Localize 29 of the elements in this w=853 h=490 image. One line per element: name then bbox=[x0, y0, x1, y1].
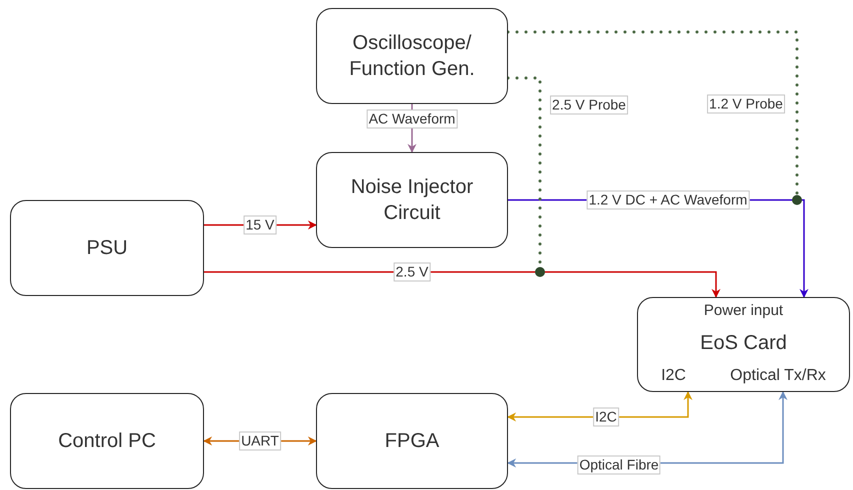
edge-label: 15 V bbox=[244, 216, 276, 234]
edge-label: 1.2 V Probe bbox=[707, 94, 785, 114]
edge-label: Optical Fibre bbox=[577, 456, 661, 474]
node-label: Oscilloscope/ Function Gen. bbox=[348, 31, 476, 82]
port-label: I2C bbox=[661, 367, 686, 385]
edge-label: AC Waveform bbox=[366, 110, 458, 128]
process-box bbox=[316, 152, 508, 248]
port-label: Power input bbox=[704, 302, 784, 319]
node-label: Noise Injector Circuit bbox=[350, 175, 474, 226]
process-box bbox=[10, 200, 204, 296]
junction-dot bbox=[535, 267, 545, 277]
arrow bbox=[507, 391, 692, 422]
card-box bbox=[637, 297, 850, 392]
process-box bbox=[316, 8, 508, 104]
port-label: Optical Tx/Rx bbox=[730, 367, 826, 385]
probe-line bbox=[506, 30, 798, 196]
process-box bbox=[10, 393, 204, 489]
process-box bbox=[316, 393, 508, 489]
edge-label: UART bbox=[239, 432, 281, 450]
node-label: FPGA bbox=[384, 429, 440, 454]
edge-label: 2.5 V Probe bbox=[550, 96, 628, 114]
node-label: Control PC bbox=[58, 429, 156, 454]
edge-label: 1.2 V DC + AC Waveform bbox=[586, 190, 750, 210]
arrow bbox=[204, 271, 720, 298]
junction-dot bbox=[792, 195, 802, 205]
node-label: PSU bbox=[86, 236, 128, 261]
edge-label: 2.5 V bbox=[394, 262, 430, 282]
node-title: EoS Card bbox=[700, 332, 787, 354]
edge-label: I2C bbox=[593, 408, 619, 426]
